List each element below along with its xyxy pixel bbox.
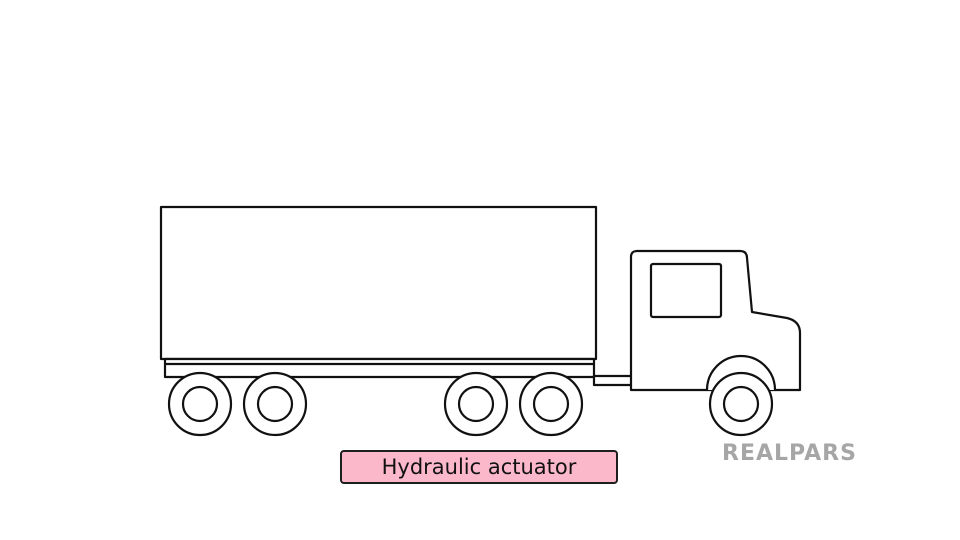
trailer-wheel-3 [443,371,509,437]
hydraulic-actuator-label: Hydraulic actuator [340,450,618,484]
cargo-box [159,205,598,361]
trailer-chassis [163,357,596,379]
trailer-wheel-2 [242,371,308,437]
trailer-wheel-4 [518,371,584,437]
coupling-bar [592,374,634,387]
cab-window [649,262,723,319]
realpars-logo: REALPARS [722,440,857,466]
trailer-wheel-1 [167,371,233,437]
cab-wheel [705,354,777,437]
